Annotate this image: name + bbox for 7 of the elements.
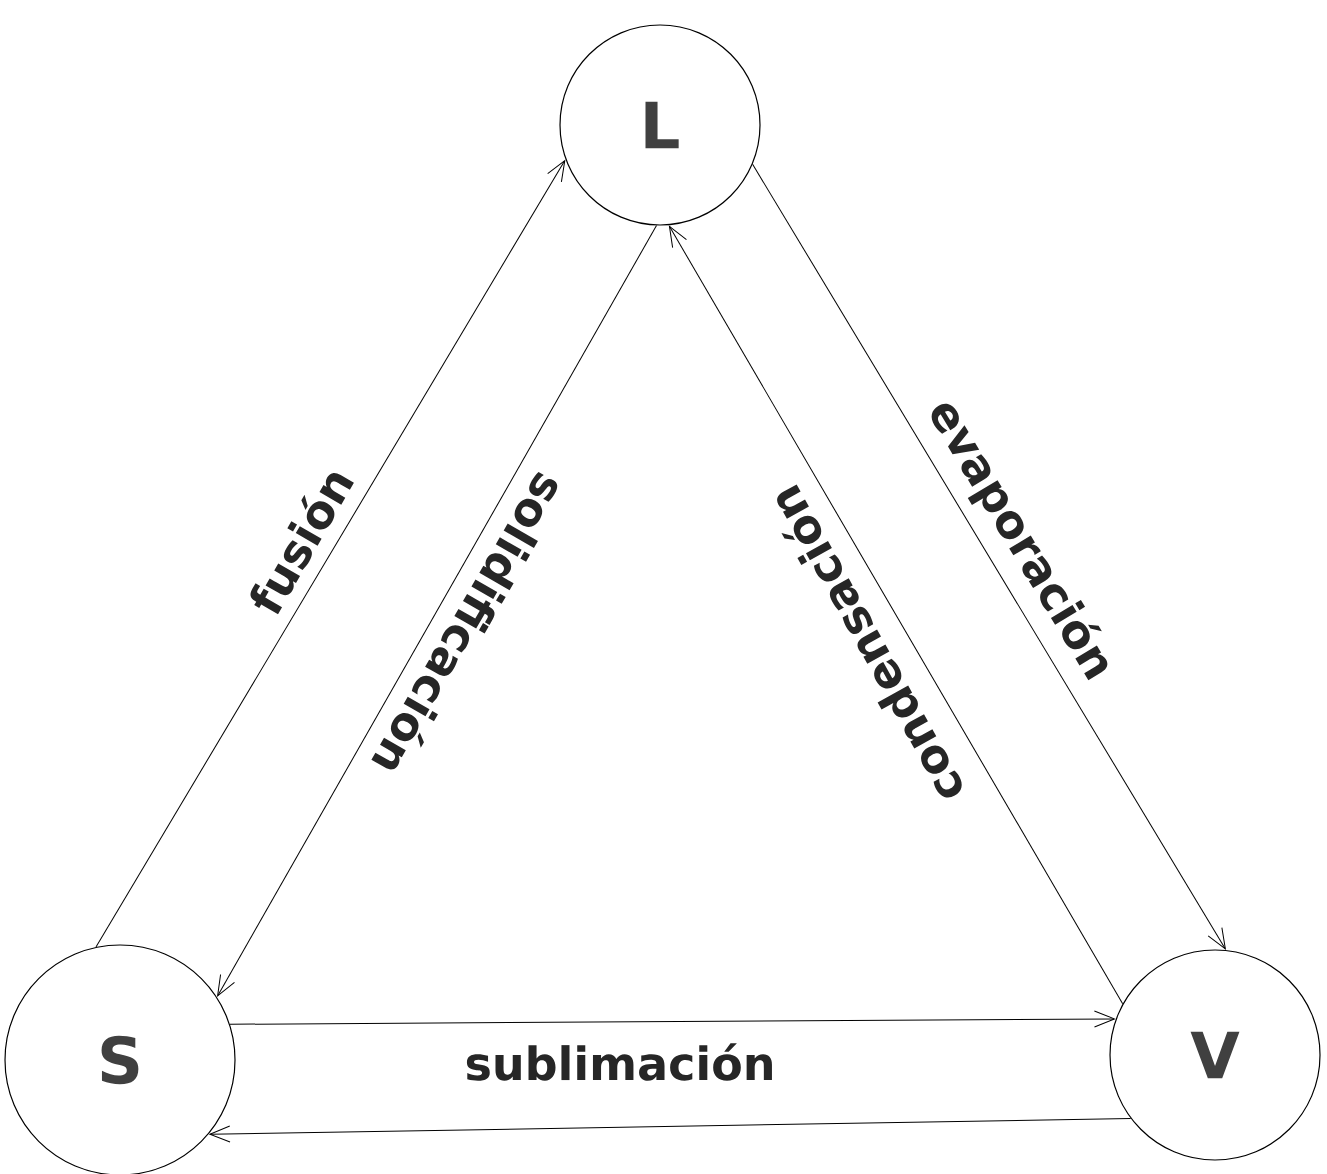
arrow <box>229 1010 1115 1028</box>
arrow <box>752 163 1226 950</box>
arrow <box>217 225 657 997</box>
edge-label: sublimación <box>466 1043 772 1081</box>
arrow <box>95 160 566 948</box>
arrow <box>209 1118 1132 1143</box>
arrow <box>668 225 1124 1005</box>
